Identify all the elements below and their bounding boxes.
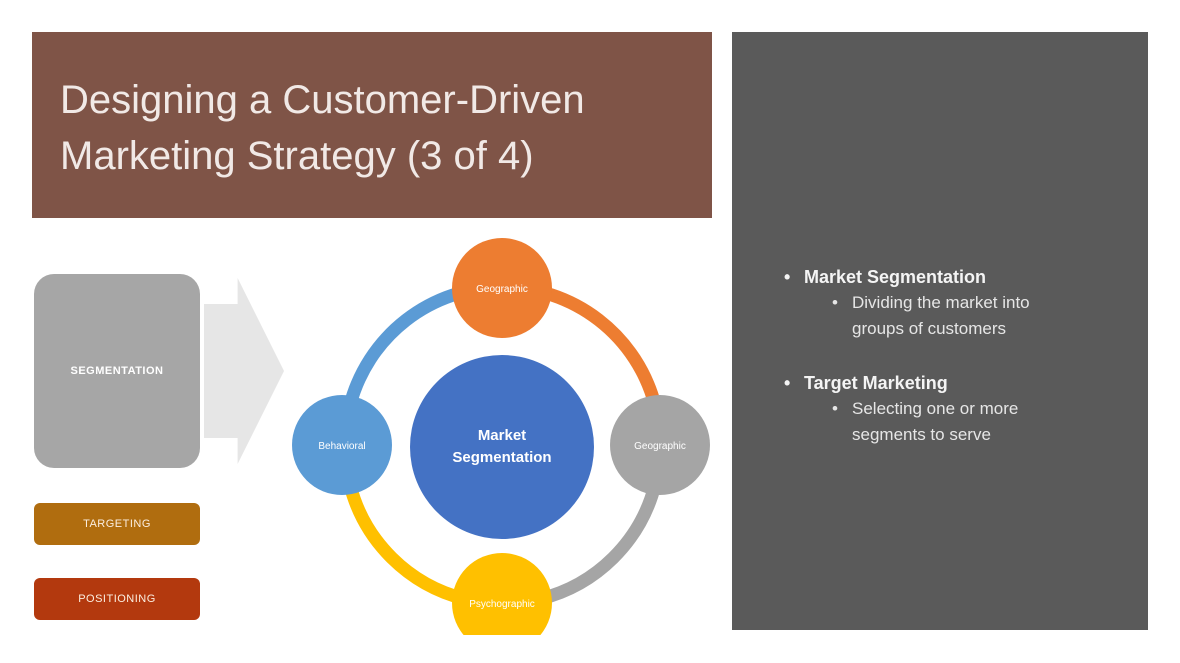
bullet-heading: Target Marketing	[784, 370, 1148, 396]
bullet-sub-line-2: segments to serve	[852, 425, 991, 444]
segmentation-box: SEGMENTATION	[34, 274, 200, 468]
bottom-circle	[452, 553, 552, 635]
slide-title-line-1: Designing a Customer-Driven	[60, 78, 585, 122]
bullet-heading: Market Segmentation	[784, 264, 1148, 290]
bullet-sub: Dividing the market into groups of custo…	[832, 290, 1132, 342]
content-panel: Market Segmentation Dividing the market …	[732, 32, 1148, 630]
bullet-group: Market Segmentation Dividing the market …	[784, 264, 1148, 342]
center-circle	[410, 355, 594, 539]
positioning-box: POSITIONING	[34, 578, 200, 620]
targeting-box: TARGETING	[34, 503, 200, 545]
slide-title-line-2: Marketing Strategy (3 of 4)	[60, 134, 534, 178]
bullet-sub-line-1: Dividing the market into	[852, 293, 1030, 312]
bullet-group: Target Marketing Selecting one or more s…	[784, 370, 1148, 448]
targeting-label: TARGETING	[83, 518, 151, 530]
left-circle	[292, 395, 392, 495]
right-circle-label: Geographic	[634, 441, 686, 452]
left-circle-label: Behavioral	[318, 441, 365, 452]
slide-title-box: Designing a Customer-Driven Marketing St…	[32, 32, 712, 218]
center-label-line-2: Segmentation	[452, 449, 551, 466]
bottom-circle-label: Psychographic	[469, 599, 535, 610]
right-circle	[610, 395, 710, 495]
ring-arc-gray	[533, 478, 662, 606]
center-label-line-1: Market	[478, 427, 526, 444]
top-circle-label: Geographic	[476, 284, 528, 295]
bullet-sub-line-2: groups of customers	[852, 319, 1007, 338]
segmentation-cycle-diagram: Market Segmentation Geographic Geographi…	[292, 238, 710, 635]
bullet-sub: Selecting one or more segments to serve	[832, 396, 1132, 448]
bullet-sub-line-1: Selecting one or more	[852, 399, 1019, 418]
top-circle	[452, 238, 552, 338]
positioning-label: POSITIONING	[78, 593, 156, 605]
ring-arc-gold	[343, 478, 472, 606]
segmentation-label: SEGMENTATION	[70, 365, 164, 377]
